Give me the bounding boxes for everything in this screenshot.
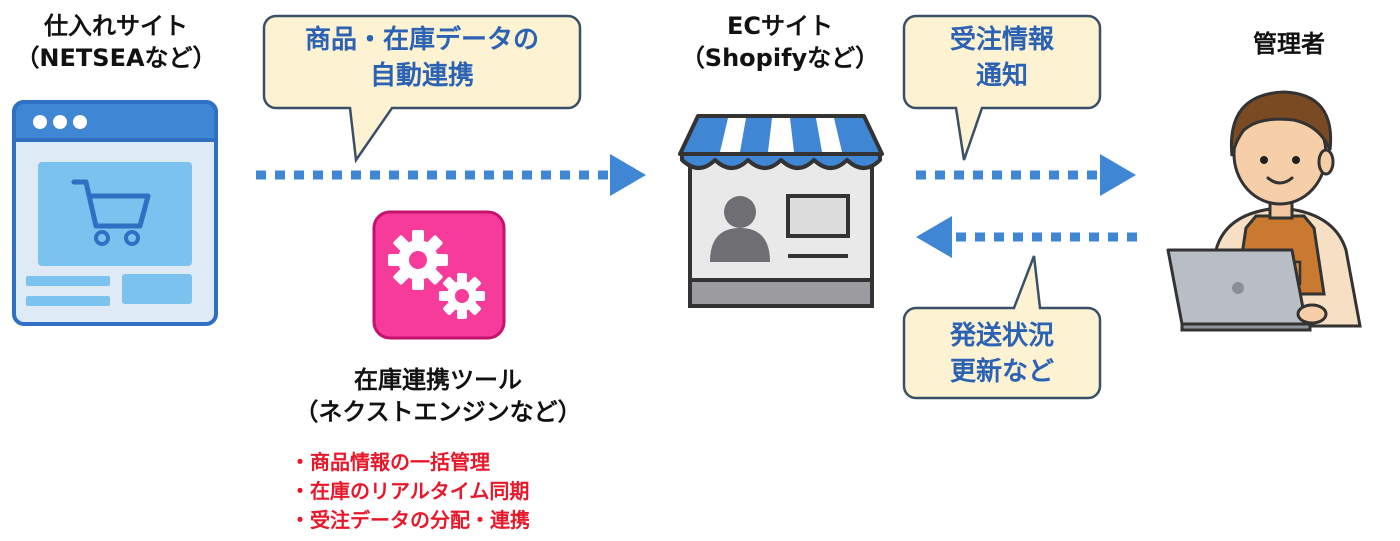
manager-title: 管理者 — [1253, 30, 1325, 58]
bubble-order — [902, 14, 1102, 161]
ec-site-title: ECサイト （Shopifyなど） — [660, 10, 900, 74]
tool-features: ・商品情報の一括管理 ・在庫のリアルタイム同期 ・受注データの分配・連携 — [290, 448, 530, 535]
bubble-sync-text: 商品・在庫データの 自動連携 — [262, 22, 582, 94]
feature-item: ・受注データの分配・連携 — [290, 508, 530, 532]
bubble-order-line2: 通知 — [975, 61, 1028, 91]
tool-title-line1: 在庫連携ツール — [354, 366, 522, 394]
bubble-ship — [902, 255, 1102, 400]
bubble-order-line1: 受注情報 — [949, 25, 1054, 55]
tool-title-line2: （ネクストエンジンなど） — [294, 398, 582, 426]
supplier-title-line2: （NETSEAなど） — [15, 44, 217, 72]
arrow-ec-to-manager — [916, 154, 1136, 196]
bubble-ship-text: 発送状況 更新など — [902, 318, 1102, 390]
gears-icon — [372, 210, 506, 340]
ec-site-title-line2: （Shopifyなど） — [680, 44, 880, 72]
bubble-sync — [262, 14, 582, 164]
bubble-ship-line2: 更新など — [949, 357, 1054, 387]
browser-cart-icon — [12, 100, 218, 326]
tool-title: 在庫連携ツール （ネクストエンジンなど） — [268, 364, 608, 428]
feature-item: ・在庫のリアルタイム同期 — [290, 479, 530, 503]
bubble-order-text: 受注情報 通知 — [902, 22, 1102, 94]
bubble-sync-line2: 自動連携 — [369, 61, 474, 91]
arrow-supplier-to-ec — [256, 154, 646, 196]
arrow-manager-to-ec — [916, 216, 1138, 258]
supplier-title: 仕入れサイト （NETSEAなど） — [0, 10, 232, 74]
bubble-ship-line1: 発送状況 — [949, 321, 1054, 351]
bubble-sync-line1: 商品・在庫データの — [304, 25, 539, 55]
feature-item: ・商品情報の一括管理 — [290, 450, 490, 474]
ec-site-title-line1: ECサイト — [726, 12, 833, 40]
manager-with-laptop-icon — [1166, 90, 1362, 332]
store-icon — [678, 114, 884, 308]
supplier-title-line1: 仕入れサイト — [44, 12, 188, 40]
